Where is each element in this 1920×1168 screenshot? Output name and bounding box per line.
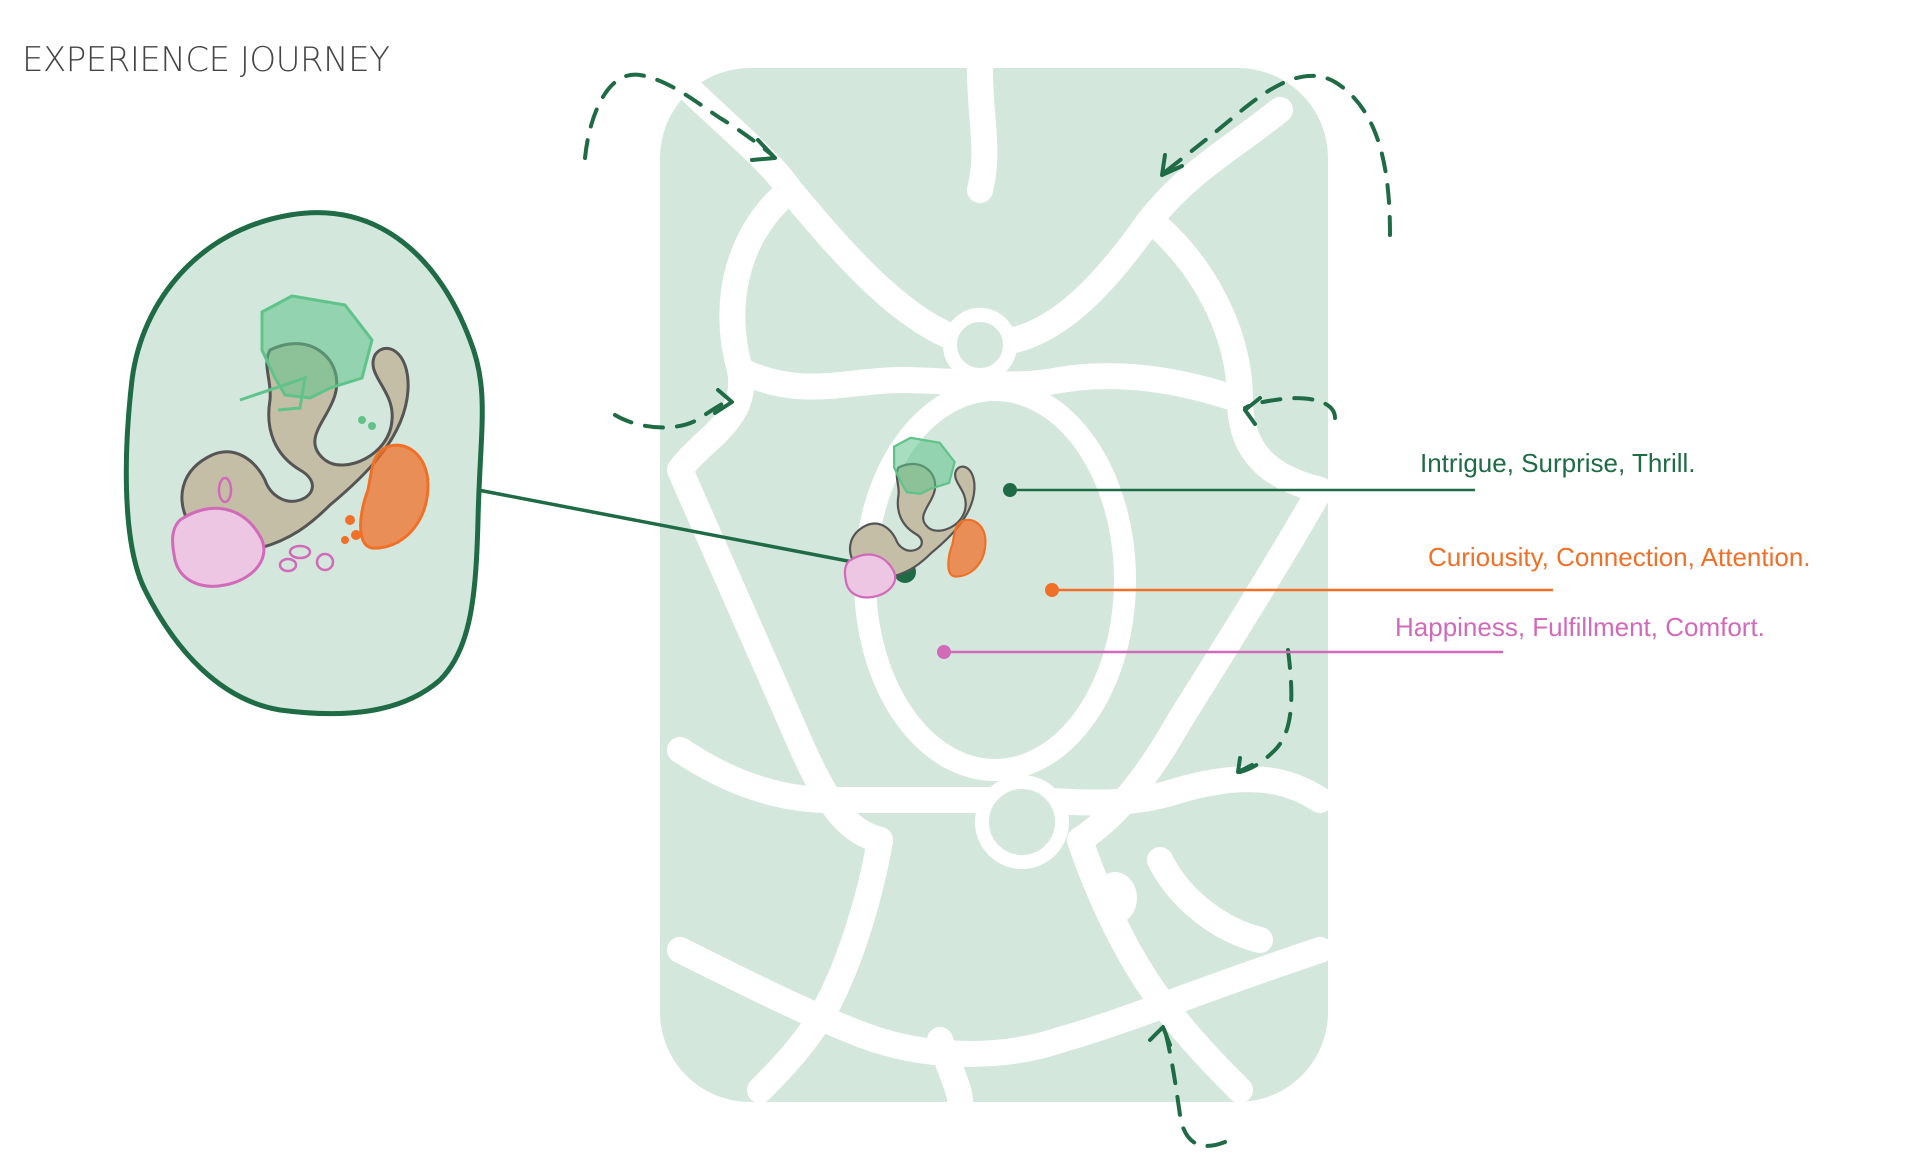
arrowheads xyxy=(713,138,1262,1047)
large-emotion-figure xyxy=(171,294,430,588)
dashed-arrows xyxy=(583,72,1392,1148)
emotion-label-intrigue: Intrigue, Surprise, Thrill. xyxy=(1420,448,1696,478)
emotion-label-happiness: Happiness, Fulfillment, Comfort. xyxy=(1395,612,1765,642)
diagram-title: EXPERIENCE JOURNEY xyxy=(22,40,390,80)
cell-network xyxy=(660,57,1333,1113)
leader-orange xyxy=(1045,583,1553,597)
emotion-label-curiosity: Curiousity, Connection, Attention. xyxy=(1428,542,1811,572)
connector-line xyxy=(477,488,906,574)
leader-green xyxy=(1003,483,1475,497)
leader-pink xyxy=(937,645,1503,659)
small-emotion-figure xyxy=(843,436,987,599)
